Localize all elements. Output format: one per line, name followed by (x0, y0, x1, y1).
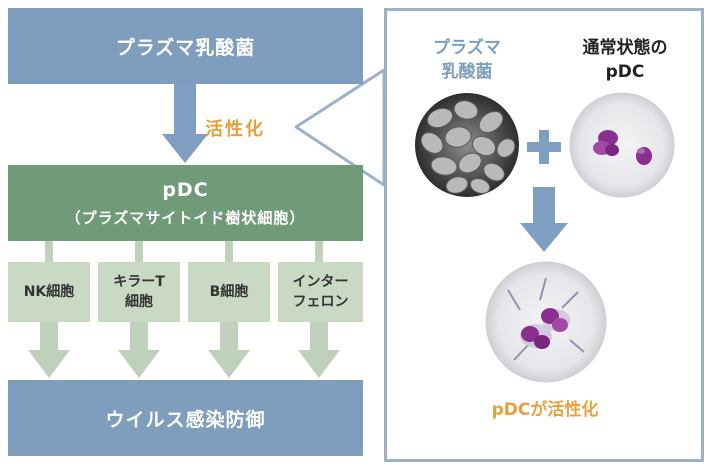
cell-b: B細胞 (188, 262, 270, 322)
pdc-subtitle: （プラズマサイトイド樹状細胞） (65, 208, 306, 227)
plasma-lactic-acid-bacteria-box: プラズマ乳酸菌 (8, 8, 363, 84)
cell-label: フェロン (292, 294, 349, 310)
cell-nk: NK細胞 (8, 262, 90, 322)
bacteria-label: プラズマ 乳酸菌 (412, 36, 522, 84)
activation-arrow (162, 84, 208, 163)
cell-killer-t: キラーT 細胞 (98, 262, 180, 322)
normal-pdc-label: 通常状態の pDC (560, 36, 690, 84)
cell-label: 細胞 (125, 294, 153, 310)
bacteria-label-line1: プラズマ (433, 38, 501, 58)
normal-pdc-label-line2: pDC (605, 62, 645, 82)
result-label: pDCが活性化 (491, 400, 599, 420)
activation-detail-panel (384, 8, 704, 462)
bacteria-micrograph (415, 93, 519, 197)
top-box-label: プラズマ乳酸菌 (115, 36, 256, 59)
cell-interferon: インター フェロン (278, 262, 363, 322)
bacteria-label-line2: 乳酸菌 (441, 62, 493, 82)
cells-to-defense-arrows (28, 322, 340, 378)
plus-icon (527, 130, 561, 164)
panel-down-arrow (520, 187, 568, 252)
cell-label: NK細胞 (23, 284, 75, 300)
normal-pdc-label-line1: 通常状態の (582, 38, 668, 58)
virus-defense-box: ウイルス感染防御 (8, 380, 363, 456)
pdc-title: pDC (162, 178, 209, 201)
cell-label: キラーT (113, 274, 165, 290)
activation-label: 活性化 (205, 119, 265, 140)
normal-pdc-micrograph (569, 92, 675, 198)
cell-label: インター (292, 274, 349, 290)
pdc-to-cells-arrows (45, 241, 323, 262)
cell-label: B細胞 (209, 284, 249, 300)
bottom-box-label: ウイルス感染防御 (105, 408, 266, 431)
activated-pdc-micrograph (485, 261, 607, 383)
pdc-box: pDC （プラズマサイトイド樹状細胞） (8, 165, 363, 241)
